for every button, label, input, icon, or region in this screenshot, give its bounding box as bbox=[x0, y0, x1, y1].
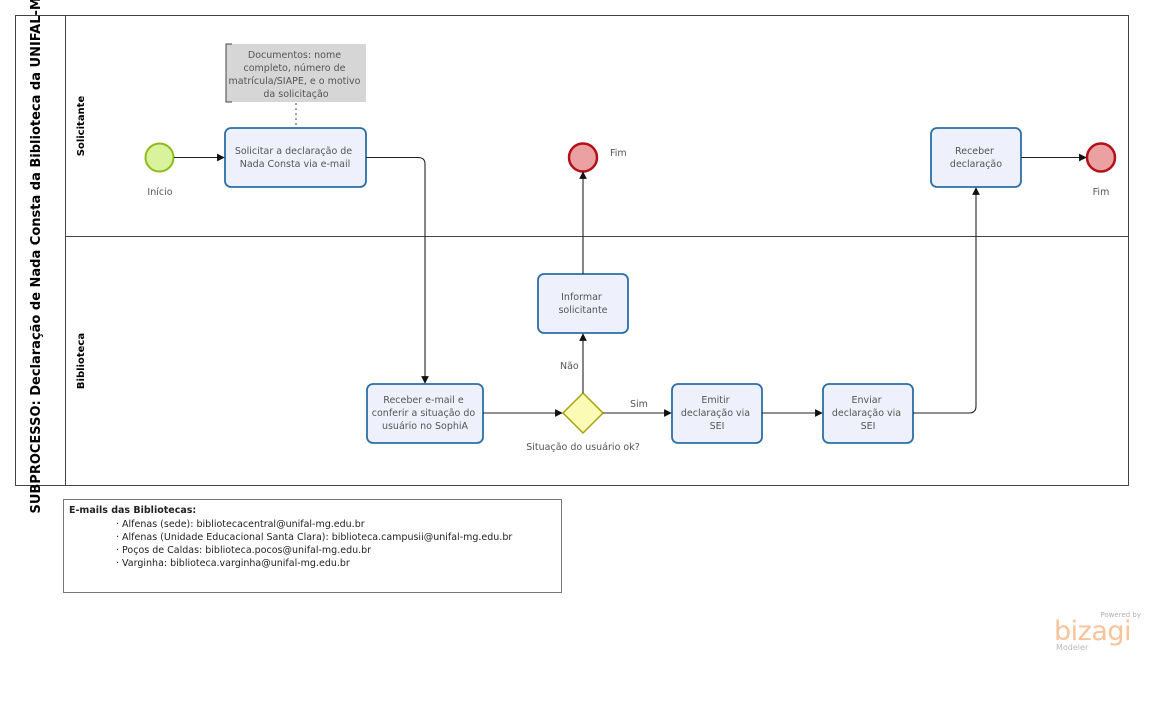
bizagi-branding: Powered by bizagi Modeler bbox=[1054, 611, 1144, 656]
task-emitir-label: Emitir declaração via SEI bbox=[681, 395, 753, 432]
task-informar-label: Informar solicitante bbox=[558, 292, 607, 316]
task-enviar-label: Enviar declaração via SEI bbox=[832, 395, 904, 432]
notes-item: · Alfenas (Unidade Educacional Santa Cla… bbox=[116, 532, 513, 543]
end-event-not-ok-label: Fim bbox=[610, 148, 627, 159]
lane-title-solicitante: Solicitante bbox=[76, 96, 87, 157]
annotation-text: Documentos: nome completo, número de mat… bbox=[229, 50, 364, 100]
notes-item: · Varginha: biblioteca.varginha@unifal-m… bbox=[116, 558, 350, 569]
task-receber-declaracao-label: Receber declaração bbox=[950, 146, 1002, 170]
annotation-box bbox=[226, 44, 366, 102]
task-receber-declaracao[interactable]: Receber declaração bbox=[930, 127, 1022, 188]
library-emails-note: E-mails das Bibliotecas: · Alfenas (sede… bbox=[63, 499, 562, 593]
task-receber-email-label: Receber e-mail e conferir a situação do … bbox=[372, 395, 478, 432]
lane-title-biblioteca: Biblioteca bbox=[76, 333, 87, 389]
powered-by-text: Powered by bbox=[1100, 611, 1141, 619]
notes-title: E-mails das Bibliotecas: bbox=[69, 505, 197, 516]
start-event[interactable] bbox=[144, 142, 175, 173]
flow-enviar-to-receber-declaracao[interactable] bbox=[913, 187, 980, 414]
annotation-bracket bbox=[225, 43, 232, 103]
end-event-ok-label: Fim bbox=[1093, 187, 1110, 198]
exclusive-gateway[interactable] bbox=[561, 391, 605, 435]
text-annotation[interactable]: Documentos: nome completo, número de mat… bbox=[225, 43, 366, 103]
end-event-ok[interactable] bbox=[1085, 142, 1117, 173]
gateway-no-label: Não bbox=[560, 361, 579, 372]
gateway-label: Situação do usuário ok? bbox=[526, 442, 640, 453]
task-enviar-declaracao[interactable]: Enviar declaração via SEI bbox=[822, 383, 914, 444]
task-emitir-declaracao[interactable]: Emitir declaração via SEI bbox=[671, 383, 763, 444]
notes-item: · Poços de Caldas: biblioteca.pocos@unif… bbox=[116, 545, 372, 556]
task-solicitar-label: Solicitar a declaração de Nada Consta vi… bbox=[235, 146, 355, 170]
task-receber-email[interactable]: Receber e-mail e conferir a situação do … bbox=[366, 383, 484, 444]
pool-title: SUBPROCESSO: Declaração de Nada Consta d… bbox=[29, 0, 44, 514]
bizagi-logo: bizagi bbox=[1054, 616, 1132, 647]
task-informar-solicitante[interactable]: Informar solicitante bbox=[537, 273, 629, 334]
bizagi-product-name: Modeler bbox=[1056, 643, 1089, 652]
gateway-yes-label: Sim bbox=[630, 399, 648, 410]
end-event-not-ok[interactable] bbox=[567, 142, 599, 173]
task-solicitar-declaracao[interactable]: Solicitar a declaração de Nada Consta vi… bbox=[224, 127, 367, 188]
notes-item: · Alfenas (sede): bibliotecacentral@unif… bbox=[116, 519, 365, 530]
flow-solicitar-to-receber-email[interactable] bbox=[366, 156, 429, 384]
start-event-label: Início bbox=[147, 187, 172, 198]
